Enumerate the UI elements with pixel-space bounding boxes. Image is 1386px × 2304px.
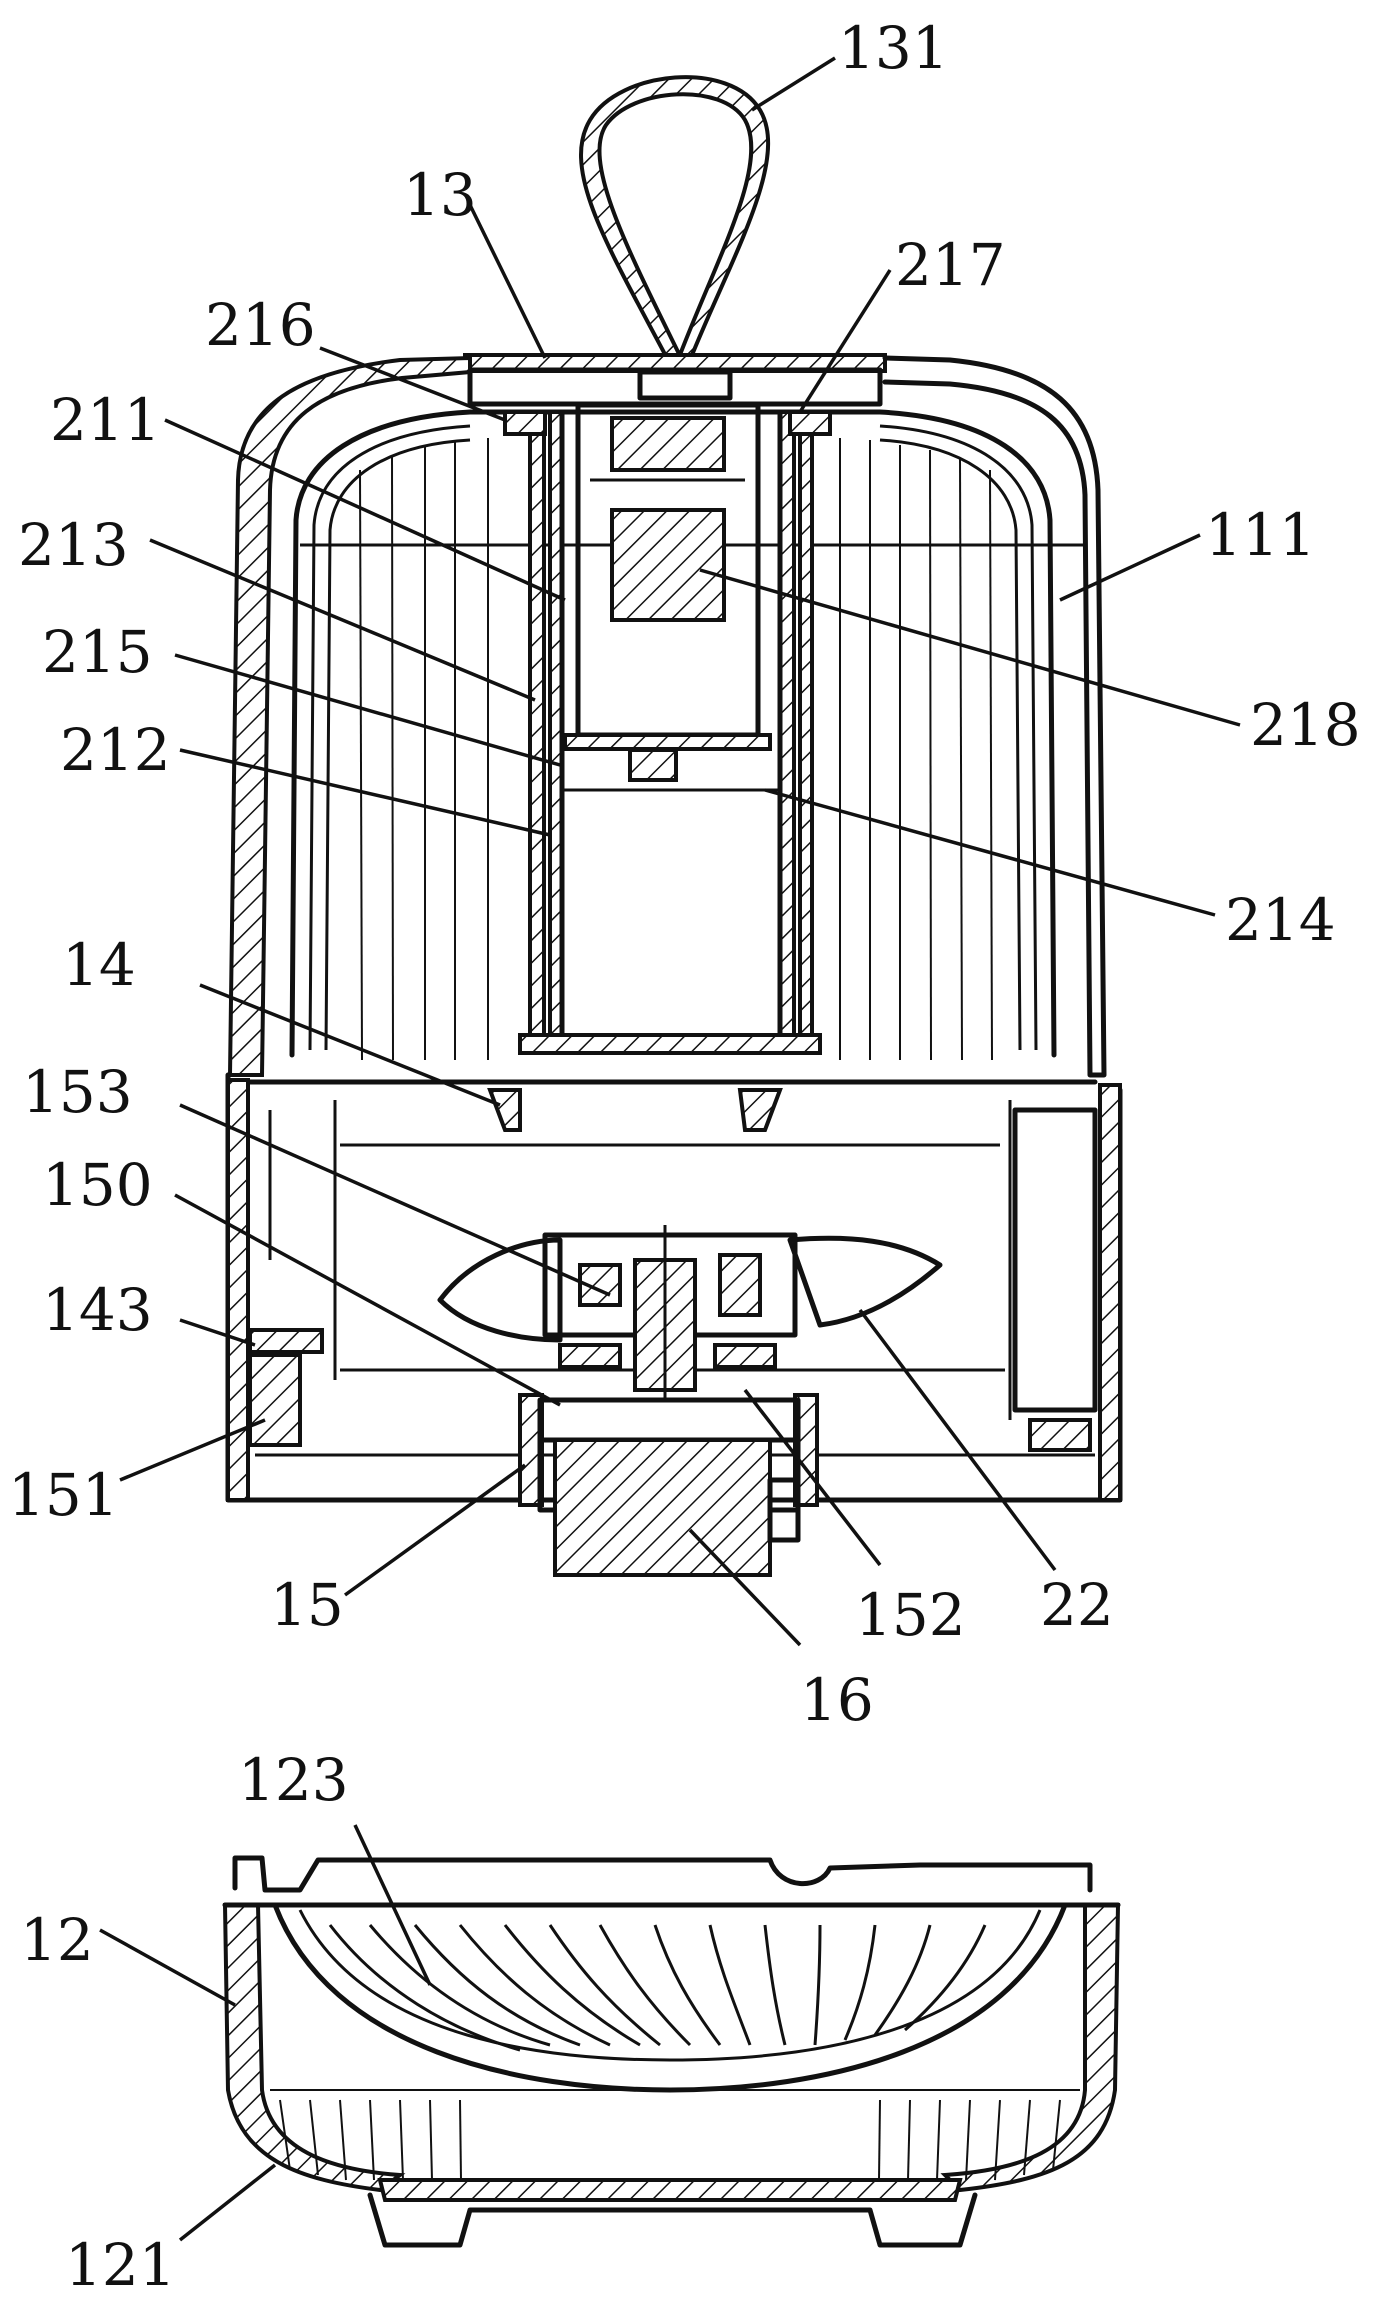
label-217: 217	[895, 231, 1006, 299]
label-123: 123	[238, 1746, 349, 1814]
label-121: 121	[65, 2231, 176, 2299]
label-215: 215	[42, 618, 153, 686]
central-column	[505, 405, 830, 1053]
lower-base	[225, 1858, 1118, 2245]
label-16: 16	[800, 1666, 874, 1734]
label-150: 150	[42, 1151, 153, 1219]
label-22: 22	[1040, 1571, 1114, 1639]
upper-assembly	[228, 77, 1120, 1575]
label-153: 153	[22, 1058, 133, 1126]
label-214: 214	[1225, 886, 1336, 954]
label-15: 15	[270, 1571, 344, 1639]
label-143: 143	[42, 1276, 153, 1344]
hanging-loop	[581, 77, 768, 360]
label-212: 212	[60, 716, 171, 784]
label-211: 211	[50, 386, 161, 454]
label-13: 13	[403, 161, 477, 229]
divider-ring	[245, 1082, 1095, 1145]
label-213: 213	[18, 511, 129, 579]
label-12: 12	[20, 1906, 94, 1974]
label-131: 131	[838, 14, 949, 82]
label-152: 152	[855, 1581, 966, 1649]
base-grille	[270, 2090, 1080, 2180]
label-216: 216	[205, 291, 316, 359]
motor	[555, 1440, 798, 1575]
label-14: 14	[62, 931, 136, 999]
label-218: 218	[1250, 691, 1361, 759]
label-151: 151	[8, 1461, 119, 1529]
label-111: 111	[1205, 501, 1316, 569]
